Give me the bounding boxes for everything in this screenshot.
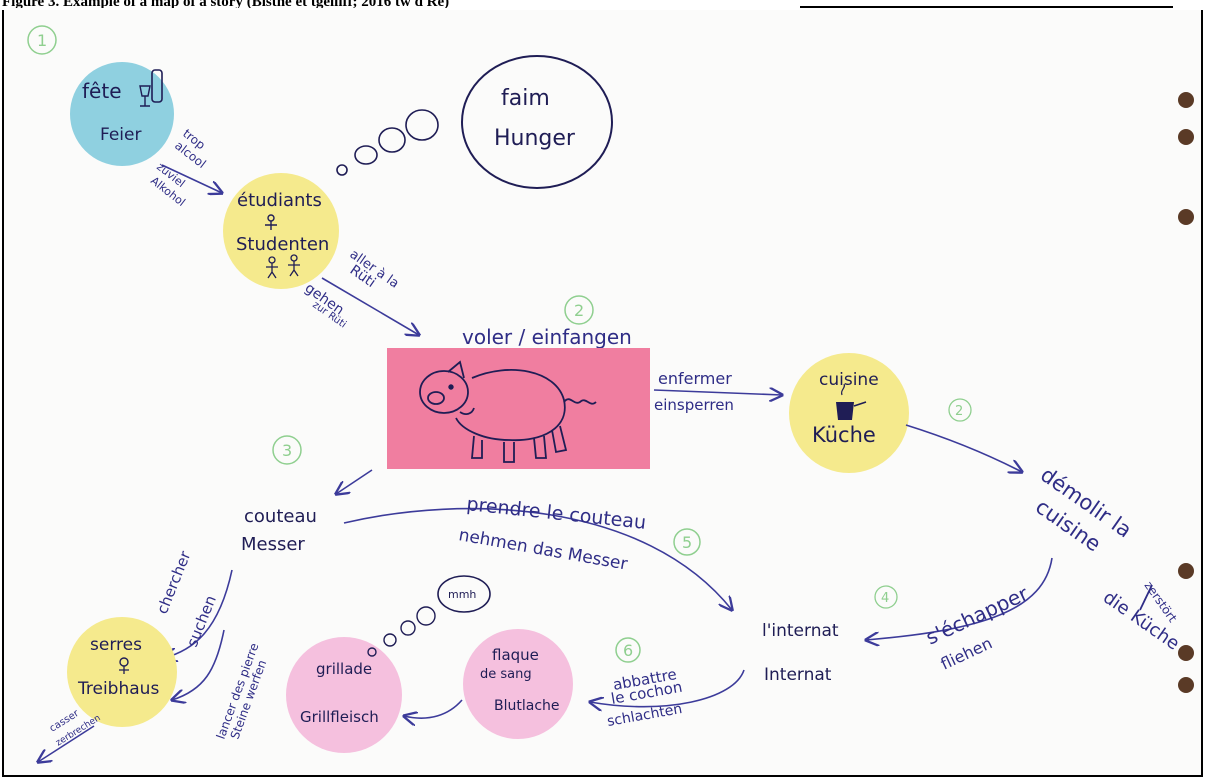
svg-text:Treibhaus: Treibhaus	[77, 679, 159, 699]
svg-text:Küche: Küche	[812, 423, 876, 447]
svg-text:6: 6	[623, 641, 633, 660]
step-number-1: 1	[27, 25, 57, 55]
step-number-2a: 2	[564, 295, 594, 325]
svg-text:4: 4	[881, 591, 889, 606]
step-number-4: 4	[874, 585, 898, 609]
svg-text:2: 2	[574, 301, 584, 320]
svg-text:5: 5	[682, 533, 692, 552]
node-serres: serres Treibhaus	[67, 617, 177, 727]
svg-text:2: 2	[955, 404, 963, 419]
svg-text:Blutlache: Blutlache	[494, 698, 560, 714]
node-fete: fête Feier	[70, 62, 174, 166]
svg-text:Messer: Messer	[241, 534, 305, 555]
svg-text:voler / einfangen: voler / einfangen	[462, 325, 632, 349]
edge-pig-cuisine: enfermer einsperren	[653, 369, 782, 414]
pig-icon	[419, 360, 597, 463]
edge-pig-couteau	[336, 469, 373, 494]
node-grillade: grillade Grillfleisch	[286, 637, 402, 753]
svg-text:serres: serres	[90, 635, 142, 655]
svg-text:étudiants: étudiants	[237, 190, 322, 211]
caption-rule	[800, 6, 1173, 8]
cooking-pot-icon	[836, 383, 867, 420]
thought-bubbles-top	[336, 109, 439, 176]
figure-caption: Figure 3. Example of a map of a story (B…	[2, 0, 450, 8]
node-cuisine: cuisine Küche	[789, 353, 909, 473]
svg-text:3: 3	[282, 441, 292, 460]
person-icon	[265, 214, 277, 230]
svg-text:chercher: chercher	[153, 548, 195, 617]
svg-text:couteau: couteau	[244, 506, 317, 527]
students-icon	[266, 254, 300, 279]
svg-text:Grillfleisch: Grillfleisch	[300, 708, 379, 726]
edge-casser: casser zerbrechen	[38, 708, 103, 762]
svg-text:cuisine: cuisine	[819, 370, 879, 390]
story-map-canvas: 1 2 3 2 4 5 6 fête Feier trop alcool	[27, 25, 1194, 775]
svg-text:enfermer: enfermer	[658, 369, 732, 388]
node-faim: faim Hunger	[461, 55, 613, 189]
svg-text:suchen: suchen	[183, 593, 220, 650]
svg-text:mmh: mmh	[448, 588, 476, 601]
step-number-3: 3	[272, 435, 302, 465]
edge-demolir-internat: s'échapper fliehen	[866, 557, 1053, 674]
svg-text:Feier: Feier	[100, 125, 141, 145]
svg-text:Studenten: Studenten	[236, 234, 329, 255]
wine-bottle-icon	[139, 69, 163, 107]
edge-flaque-grillade	[404, 699, 463, 718]
svg-text:nehmen das Messer: nehmen das Messer	[457, 525, 629, 574]
step-number-2b: 2	[948, 398, 972, 422]
svg-text:faim: faim	[501, 86, 550, 111]
step-number-5: 5	[673, 528, 701, 556]
svg-text:l'internat: l'internat	[762, 621, 839, 641]
flower-icon	[119, 657, 129, 674]
edge-internat-flaque: abbattre le cochon schlachten	[590, 665, 745, 730]
node-couteau: couteau Messer	[241, 506, 317, 555]
svg-text:Hunger: Hunger	[494, 126, 576, 151]
story-map-frame: 1 2 3 2 4 5 6 fête Feier trop alcool	[2, 10, 1203, 777]
svg-text:einsperren: einsperren	[654, 396, 734, 414]
node-pig: voler / einfangen	[387, 325, 650, 469]
svg-text:fête: fête	[82, 79, 122, 103]
node-etudiants: étudiants Studenten	[223, 173, 339, 289]
svg-text:flaque: flaque	[492, 646, 539, 664]
svg-text:grillade: grillade	[316, 660, 372, 678]
svg-text:Internat: Internat	[764, 665, 832, 685]
binder-holes	[1178, 92, 1194, 693]
svg-text:de sang: de sang	[480, 667, 532, 682]
node-internat: l'internat Internat	[762, 621, 839, 685]
edge-lancer-pierre: lancer des pierre Steine werfen	[172, 629, 269, 741]
step-number-6: 6	[615, 637, 641, 663]
edge-couteau-internat: prendre le couteau nehmen das Messer	[343, 493, 732, 610]
svg-text:1: 1	[37, 31, 47, 50]
node-flaque: flaque de sang Blutlache	[463, 629, 573, 739]
svg-text:prendre le couteau: prendre le couteau	[465, 493, 647, 534]
thought-bubbles-mmh: mmh	[367, 575, 491, 657]
